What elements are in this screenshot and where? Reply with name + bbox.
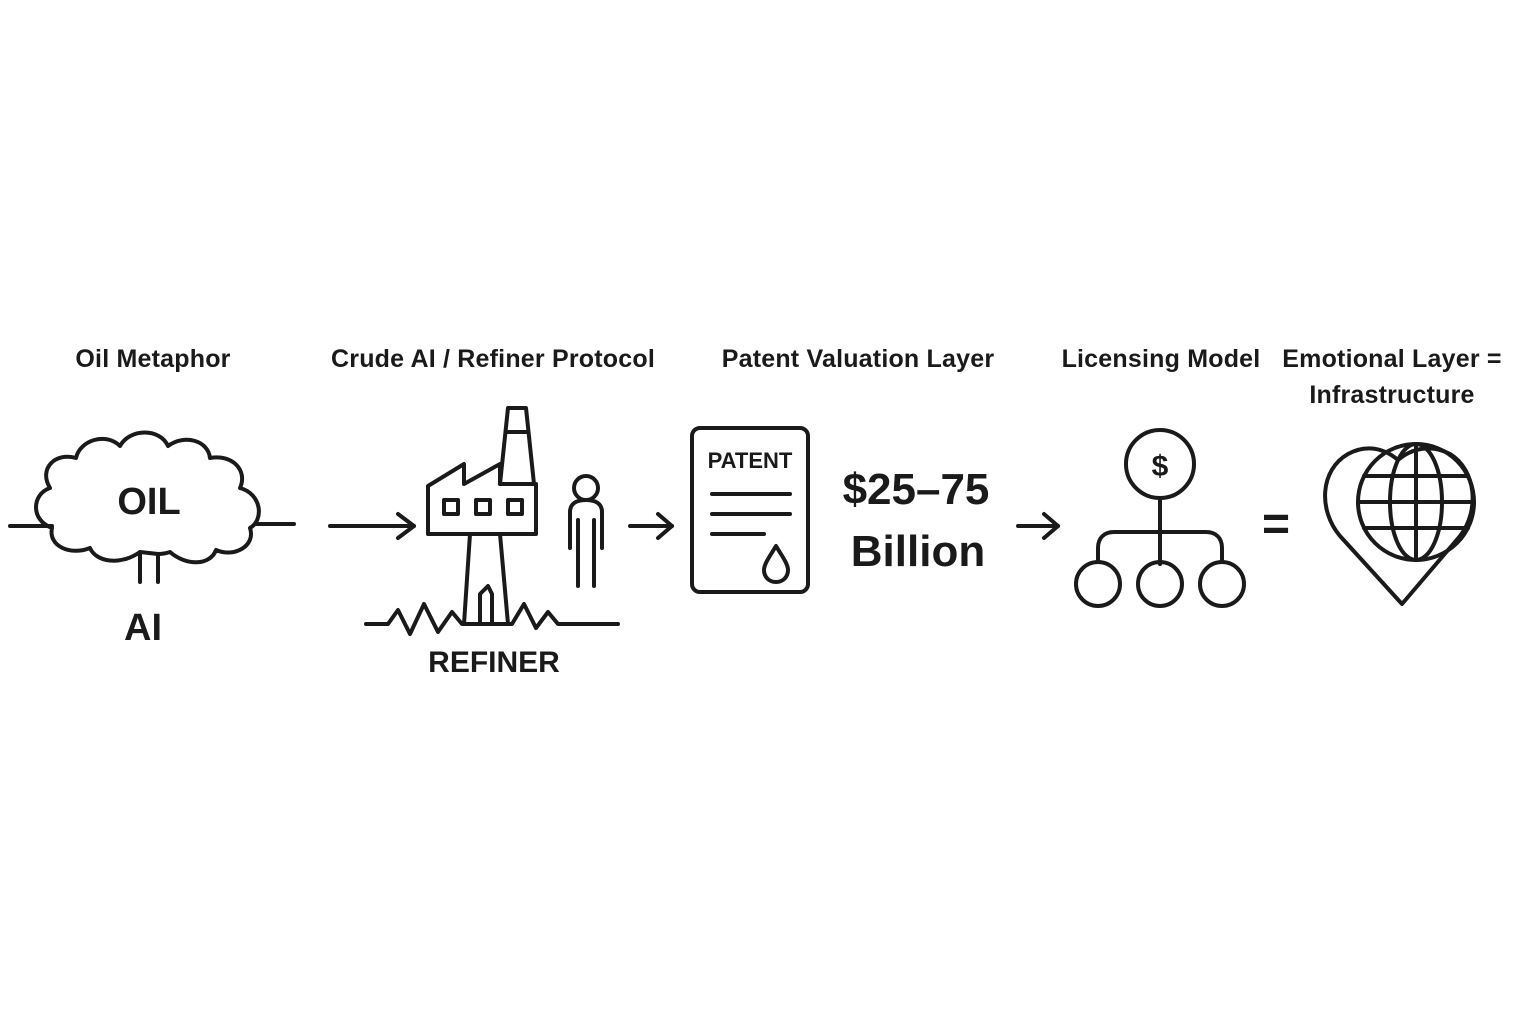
cloud-tree-icon bbox=[8, 430, 296, 584]
patent-document-icon bbox=[690, 426, 810, 594]
patent-label: PATENT bbox=[708, 448, 793, 473]
arrow-right-icon bbox=[628, 512, 674, 540]
refiner-label: REFINER bbox=[428, 646, 560, 679]
arrow-right-icon bbox=[328, 512, 416, 540]
valuation-range: $25–75 bbox=[843, 465, 990, 514]
stage-heading-licensing-model: Licensing Model bbox=[1062, 345, 1261, 373]
person-icon bbox=[568, 474, 604, 588]
arrow-right-icon bbox=[1016, 512, 1060, 540]
valuation-unit: Billion bbox=[851, 527, 985, 576]
stage-heading-refiner-protocol: Crude AI / Refiner Protocol bbox=[331, 345, 655, 373]
heart-globe-icon bbox=[1323, 442, 1476, 606]
stage-heading-patent-valuation: Patent Valuation Layer bbox=[722, 345, 995, 373]
equals-symbol: = bbox=[1262, 498, 1290, 551]
stage-heading-oil-metaphor: Oil Metaphor bbox=[75, 345, 230, 373]
licensing-network-icon bbox=[1074, 428, 1246, 608]
stage-heading-infrastructure: Infrastructure bbox=[1309, 381, 1474, 409]
dollar-sign-label: $ bbox=[1152, 450, 1169, 483]
factory-icon bbox=[364, 406, 620, 636]
ai-label: AI bbox=[124, 607, 162, 649]
oil-label: OIL bbox=[117, 481, 180, 523]
stage-heading-emotional-layer: Emotional Layer = bbox=[1282, 345, 1501, 373]
